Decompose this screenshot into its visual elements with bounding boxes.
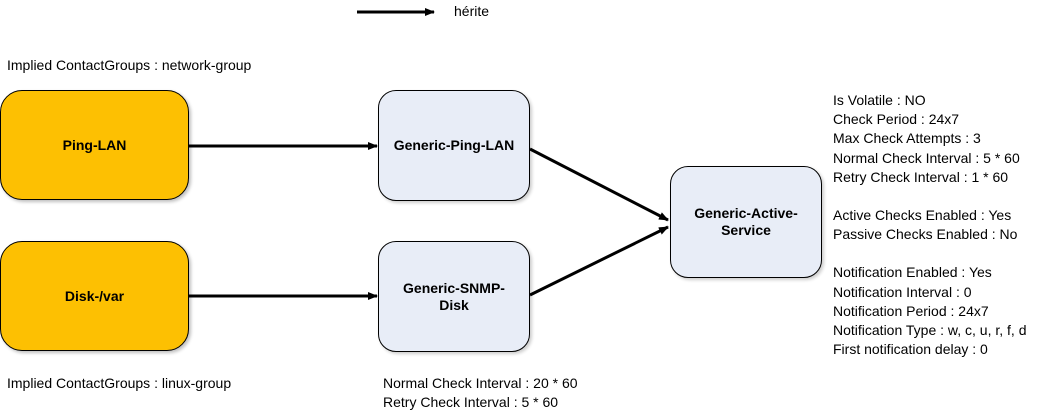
property-line: Active Checks Enabled : Yes — [833, 207, 1012, 224]
property-line: Notification Interval : 0 — [833, 283, 972, 300]
property-line: First notification delay : 0 — [833, 341, 988, 358]
node-generic-snmp-disk-label: Generic-SNMP-Disk — [403, 279, 505, 313]
node-generic-ping-lan-label: Generic-Ping-LAN — [393, 137, 515, 153]
generic-snmp-disk-note: Retry Check Interval : 5 * 60 — [383, 394, 559, 411]
node-ping-lan-label: Ping-LAN — [62, 136, 127, 153]
edge-generic-ping-lan-to-generic-active-service — [529, 147, 669, 222]
property-line: Notification Period : 24x7 — [833, 302, 989, 319]
property-group-gap — [833, 187, 1027, 206]
node-ping-lan[interactable]: Ping-LAN — [0, 90, 189, 200]
property-line: Notification Type : w, c, u, r, f, d — [833, 322, 1027, 339]
edge-generic-snmp-disk-to-generic-active-service — [529, 225, 669, 297]
ping-lan-contactgroups-note: Implied ContactGroups : network-group — [7, 57, 252, 73]
generic-active-service-properties: Is Volatile : NO Check Period : 24x7 Max… — [833, 91, 1027, 359]
property-group-gap — [833, 244, 1027, 263]
property-line: Check Period : 24x7 — [833, 111, 960, 128]
node-generic-ping-lan[interactable]: Generic-Ping-LAN — [378, 90, 530, 201]
node-generic-active-service-label: Generic-Active-Service — [694, 205, 798, 238]
node-disk-var-label: Disk-/var — [64, 287, 125, 304]
property-line: Notification Enabled : Yes — [833, 264, 992, 281]
generic-snmp-disk-note: Normal Check Interval : 20 * 60 — [383, 375, 578, 391]
node-generic-snmp-disk[interactable]: Generic-SNMP-Disk — [378, 241, 530, 352]
disk-var-contactgroups-note: Implied ContactGroups : linux-group — [7, 375, 232, 391]
property-line: Passive Checks Enabled : No — [833, 226, 1018, 243]
generic-snmp-disk-notes: Normal Check Interval : 20 * 60 Retry Ch… — [383, 374, 578, 412]
legend-label: hérite — [454, 3, 490, 19]
property-line: Is Volatile : NO — [833, 92, 926, 108]
property-line: Retry Check Interval : 1 * 60 — [833, 168, 1009, 185]
property-line: Max Check Attempts : 3 — [833, 130, 981, 147]
node-disk-var[interactable]: Disk-/var — [0, 241, 189, 351]
node-generic-active-service[interactable]: Generic-Active-Service — [670, 166, 822, 278]
property-line: Normal Check Interval : 5 * 60 — [833, 149, 1020, 166]
